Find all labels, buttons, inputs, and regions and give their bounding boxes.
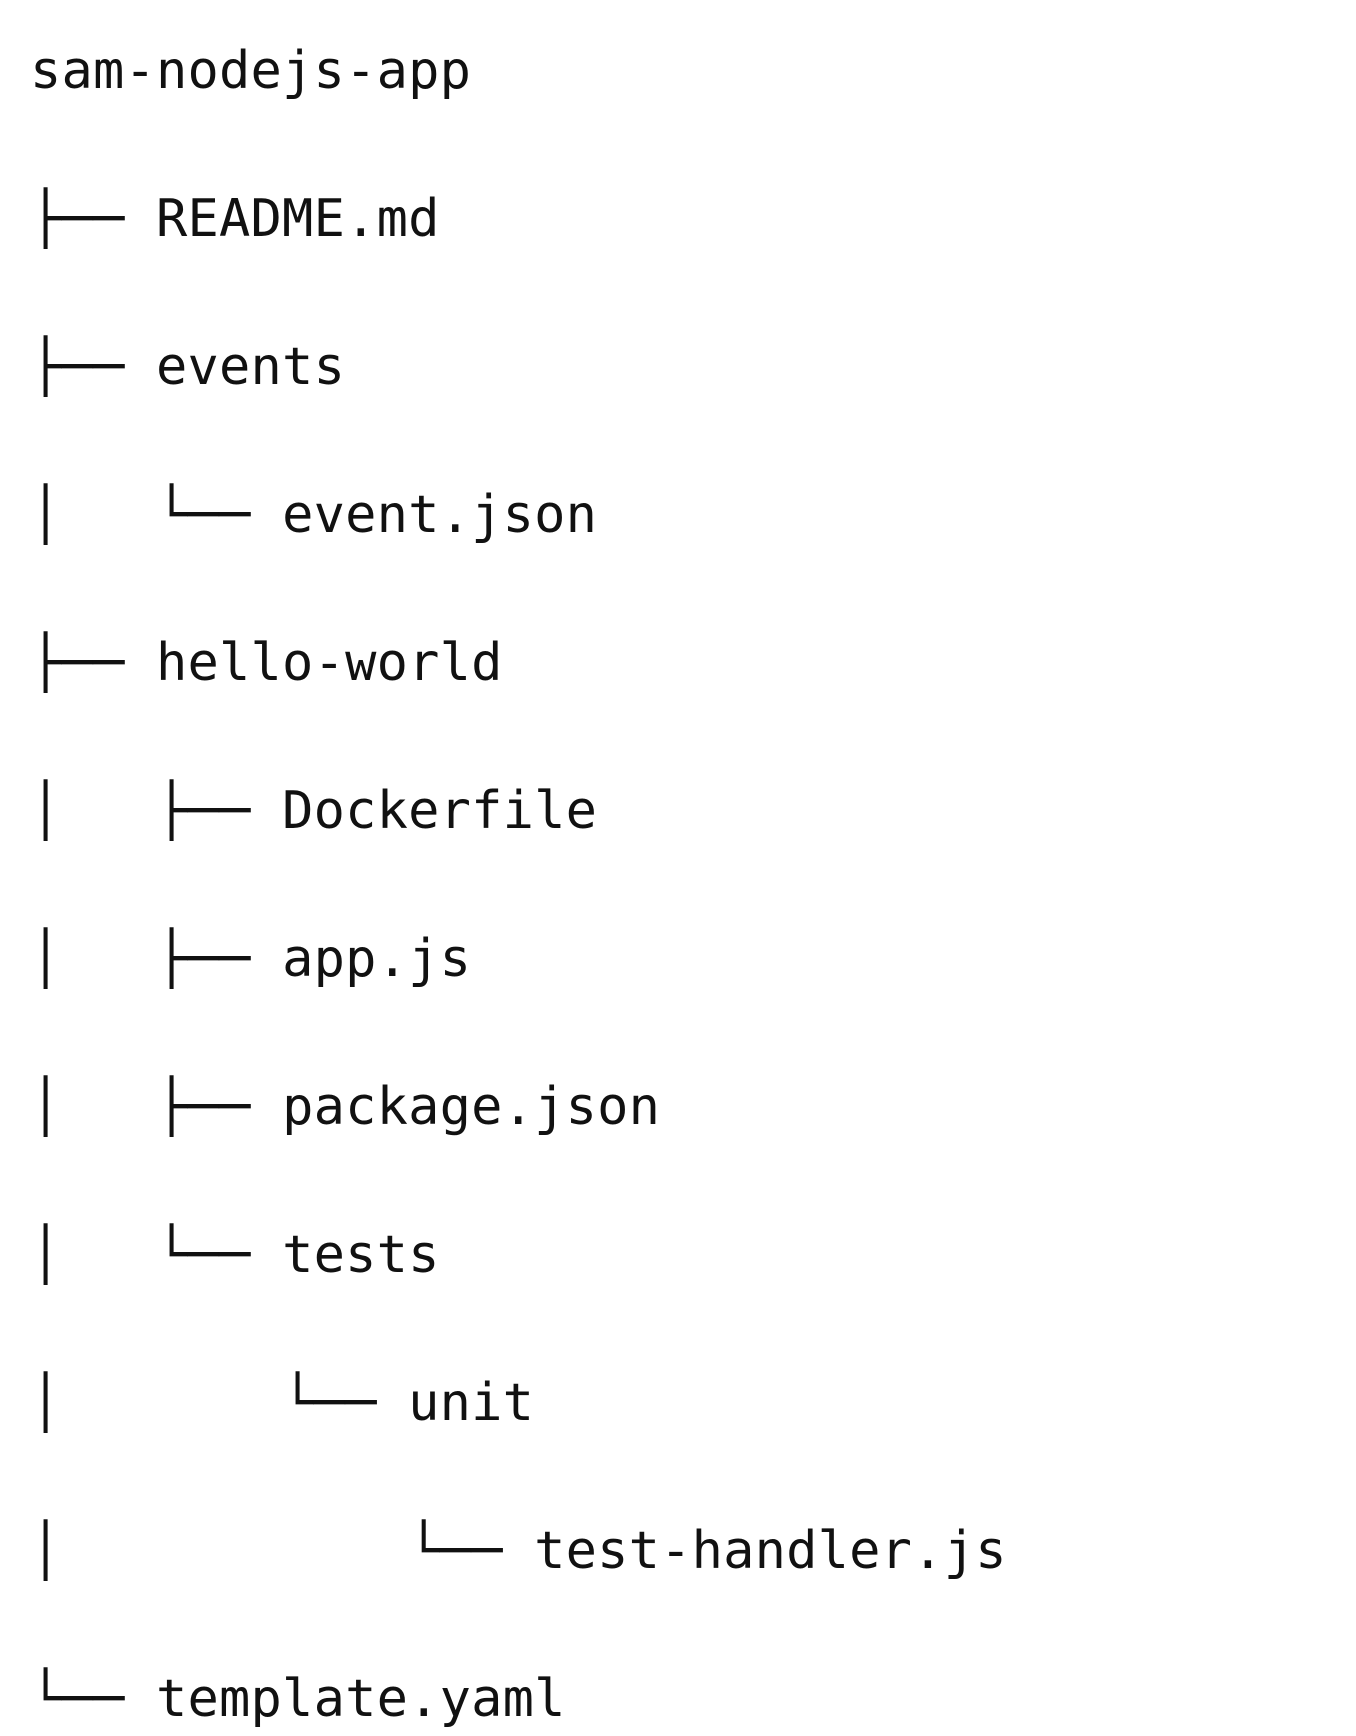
directory-tree-figure: sam-nodejs-app ├── README.md ├── events … <box>30 41 1007 1729</box>
tree-branch-glyphs: ├── <box>30 189 157 249</box>
tree-file-label[interactable]: app.js <box>282 929 472 989</box>
tree-file-label[interactable]: package.json <box>282 1077 661 1137</box>
tree-file-label[interactable]: Dockerfile <box>282 781 598 841</box>
tree-row[interactable]: │ ├── app.js <box>30 922 1007 996</box>
tree-directory-label[interactable]: events <box>156 337 346 397</box>
tree-branch-glyphs: │ └── <box>30 485 283 545</box>
tree-row[interactable]: │ ├── Dockerfile <box>30 774 1007 848</box>
tree-branch-glyphs: │ ├── <box>30 1077 283 1137</box>
tree-row[interactable]: │ └── tests <box>30 1218 1007 1292</box>
tree-directory-label[interactable]: tests <box>282 1225 440 1285</box>
tree-row[interactable]: └── template.yaml <box>30 1662 1007 1736</box>
tree-row[interactable]: ├── events <box>30 330 1007 404</box>
tree-file-label[interactable]: template.yaml <box>156 1669 566 1729</box>
tree-branch-glyphs: ├── <box>30 337 157 397</box>
tree-row[interactable]: │ └── event.json <box>30 478 1007 552</box>
tree-file-label[interactable]: README.md <box>156 189 440 249</box>
tree-row[interactable]: │ ├── package.json <box>30 1070 1007 1144</box>
directory-tree-listing: sam-nodejs-app ├── README.md ├── events … <box>30 34 1007 1736</box>
tree-row[interactable]: ├── hello-world <box>30 626 1007 700</box>
tree-file-label[interactable]: test-handler.js <box>534 1521 1007 1581</box>
tree-row[interactable]: │ └── unit <box>30 1366 1007 1440</box>
tree-row[interactable]: │ └── test-handler.js <box>30 1514 1007 1588</box>
tree-row[interactable]: ├── README.md <box>30 182 1007 256</box>
tree-branch-glyphs: │ └── <box>30 1225 283 1285</box>
tree-branch-glyphs: │ ├── <box>30 929 283 989</box>
tree-file-label[interactable]: event.json <box>282 485 598 545</box>
tree-branch-glyphs: ├── <box>30 633 157 693</box>
tree-branch-glyphs: │ ├── <box>30 781 283 841</box>
tree-directory-label[interactable]: unit <box>408 1373 535 1433</box>
tree-branch-glyphs: │ └── <box>30 1373 409 1433</box>
tree-directory-label[interactable]: sam-nodejs-app <box>30 41 472 101</box>
tree-root-row[interactable]: sam-nodejs-app <box>30 34 1007 108</box>
tree-branch-glyphs: └── <box>30 1669 157 1729</box>
tree-directory-label[interactable]: hello-world <box>156 633 503 693</box>
tree-branch-glyphs: │ └── <box>30 1521 535 1581</box>
